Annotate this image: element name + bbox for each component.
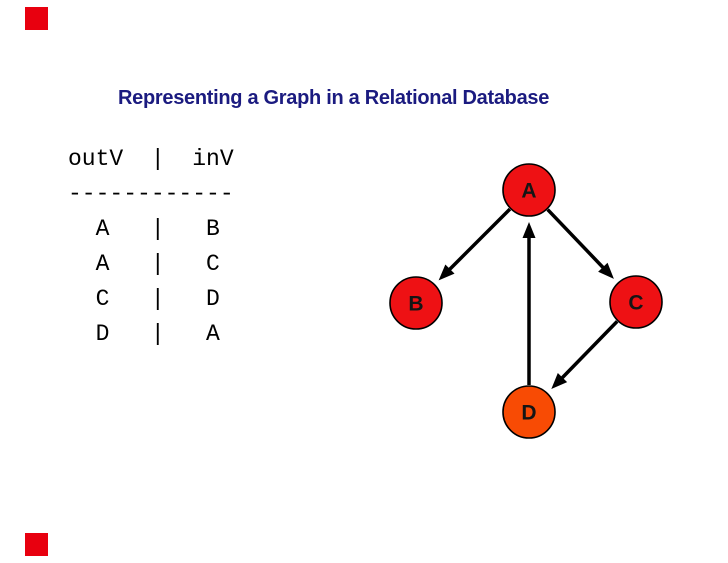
- edge-C-D: [559, 320, 619, 381]
- arrowhead-C-D: [551, 373, 568, 390]
- arrowhead-A-B: [438, 264, 455, 281]
- slide-title: Representing a Graph in a Relational Dat…: [118, 87, 550, 109]
- arrowhead-D-A: [522, 222, 536, 238]
- table-row: C | D: [68, 286, 220, 312]
- table-row: D | A: [68, 321, 220, 347]
- edge-A-C: [546, 208, 606, 270]
- table-row: A | B: [68, 216, 220, 242]
- table-row: A | C: [68, 251, 220, 277]
- graph-node-label-C: C: [628, 292, 643, 315]
- graph-node-label-B: B: [408, 293, 423, 316]
- graph-node-A: [502, 163, 556, 217]
- graph-node-B: [389, 276, 443, 330]
- red-corner-marker-top-left: [25, 7, 48, 30]
- relational-edge-table: outV | inV ------------ A | B A | C C | …: [68, 142, 234, 352]
- graph-node-label-D: D: [521, 402, 536, 425]
- table-divider-line: ------------: [68, 181, 234, 207]
- graph-node-C: [609, 275, 663, 329]
- red-corner-marker-bottom-left: [25, 533, 48, 556]
- graph-node-label-A: A: [521, 180, 536, 203]
- graph-node-D: [502, 385, 556, 439]
- table-header-line: outV | inV: [68, 146, 234, 172]
- edge-A-B: [447, 207, 512, 272]
- arrowhead-A-C: [598, 262, 614, 279]
